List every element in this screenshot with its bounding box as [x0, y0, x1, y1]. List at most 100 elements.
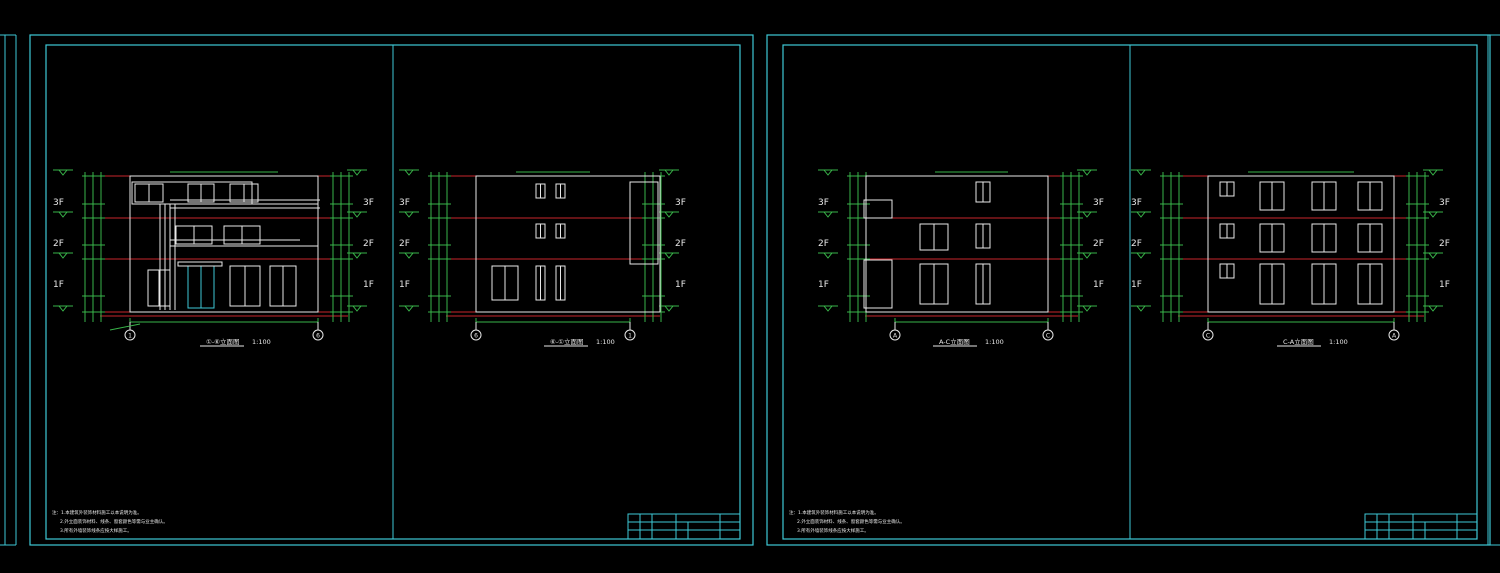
elevation-mark	[1135, 305, 1147, 312]
grid-axis-label: 6	[474, 333, 478, 340]
grid-axis-label: 1	[628, 333, 632, 340]
floor-label: 2F	[1439, 239, 1450, 249]
elevation-title: A-C立面图	[939, 337, 970, 346]
elevation-mark	[1081, 252, 1093, 259]
floor-label: 3F	[675, 198, 686, 208]
floor-label: 1F	[399, 280, 410, 290]
floor-label: 3F	[53, 198, 64, 208]
elevation-mark	[822, 169, 834, 176]
floor-label: 1F	[818, 280, 829, 290]
elevation-title: C-A立面图	[1283, 337, 1314, 346]
elevation-mark	[1427, 305, 1439, 312]
floor-label: 1F	[1439, 280, 1450, 290]
floor-label: 1F	[1131, 280, 1142, 290]
elevation-mark	[1081, 211, 1093, 218]
floor-label: 3F	[1093, 198, 1104, 208]
elevation-mark	[403, 169, 415, 176]
adjacent-sheet-edges	[0, 34, 1500, 546]
balcony-projection	[863, 199, 893, 219]
title-block	[1364, 513, 1478, 540]
elevation-mark	[403, 305, 415, 312]
grid-axis-label: 1	[128, 333, 132, 340]
elevation-mark	[351, 211, 363, 218]
note-line: 注：1.本建筑外装饰材料施工以本说明为准。	[52, 509, 142, 516]
facade	[865, 175, 1049, 313]
note-line: 3.所有外墙装饰线条应按大样施工。	[797, 527, 869, 534]
grid-axis-label: C	[1046, 333, 1050, 340]
building-outline	[475, 175, 661, 313]
floor-label: 2F	[363, 239, 374, 249]
note-line: 3.所有外墙装饰线条应按大样施工。	[60, 527, 132, 534]
dimension-chain-right: 3F 2F 1F	[1060, 169, 1104, 322]
elevation-mark	[1427, 252, 1439, 259]
general-notes: 注：1.本建筑外装饰材料施工以本说明为准。 2.外立面装饰材料、线条、窗套颜色等…	[52, 509, 168, 534]
elevation-mark	[1427, 211, 1439, 218]
floor-label: 1F	[53, 280, 64, 290]
elevation-mark	[1427, 169, 1439, 176]
floor-label: 3F	[363, 198, 374, 208]
elevation-mark	[822, 211, 834, 218]
building-outline	[1207, 175, 1395, 313]
elevation-mark	[403, 211, 415, 218]
floor-label: 1F	[675, 280, 686, 290]
grid-axis-bubble	[124, 329, 136, 341]
elevation-mark	[1081, 169, 1093, 176]
grid-axis-label: A	[893, 333, 898, 340]
elevation-scale: 1:100	[596, 338, 615, 346]
grid-axis-bubble	[1388, 329, 1400, 341]
floor-label: 1F	[1093, 280, 1104, 290]
elevation-mark	[403, 252, 415, 259]
elevation-mark	[663, 305, 675, 312]
note-line: 注：1.本建筑外装饰材料施工以本说明为准。	[789, 509, 879, 516]
elevation-mark	[663, 169, 675, 176]
elevation-mark	[57, 169, 69, 176]
elevation-mark	[663, 211, 675, 218]
elevation-scale: 1:100	[985, 338, 1004, 346]
grid-axis-label: A	[1392, 333, 1397, 340]
elevation-mark	[663, 252, 675, 259]
lower-projection	[863, 259, 893, 309]
elevation-mark	[822, 305, 834, 312]
grid-axis-bubble	[889, 329, 901, 341]
grid-axis-bubble	[470, 329, 482, 341]
grid-axis-label: 6	[316, 333, 320, 340]
elevation-mark	[351, 169, 363, 176]
grid-axis-bubble	[1042, 329, 1054, 341]
grid-axis-bubble	[1202, 329, 1214, 341]
building-outline	[863, 175, 1049, 313]
floor-label: 2F	[675, 239, 686, 249]
elevation-mark	[351, 252, 363, 259]
elevation-mark	[57, 305, 69, 312]
elevation-mark	[1081, 305, 1093, 312]
floor-label: 2F	[399, 239, 410, 249]
facade	[475, 175, 661, 313]
floor-label: 2F	[1131, 239, 1142, 249]
annotation-leader	[109, 323, 141, 331]
elevation-scale: 1:100	[252, 338, 271, 346]
elevation-scale: 1:100	[1329, 338, 1348, 346]
dimension-chain-left: 3F 2F 1F	[1131, 169, 1183, 322]
elevation-title: ①-⑥立面图	[206, 337, 240, 346]
floor-label: 2F	[1093, 239, 1104, 249]
building-outline	[109, 175, 320, 331]
floor-label: 3F	[1131, 198, 1142, 208]
elevation-mark	[57, 252, 69, 259]
top-floor-band	[131, 181, 253, 205]
elevation-title: ⑥-①立面图	[550, 337, 584, 346]
note-line: 2.外立面装饰材料、线条、窗套颜色等需与业主确认。	[60, 518, 168, 525]
elevation-mark	[1135, 211, 1147, 218]
title-block	[627, 513, 741, 540]
floor-label: 2F	[818, 239, 829, 249]
elevation-mark	[57, 211, 69, 218]
dimension-chain-right: 3F 2F 1F	[642, 169, 686, 322]
grid-axis-bubble	[312, 329, 324, 341]
